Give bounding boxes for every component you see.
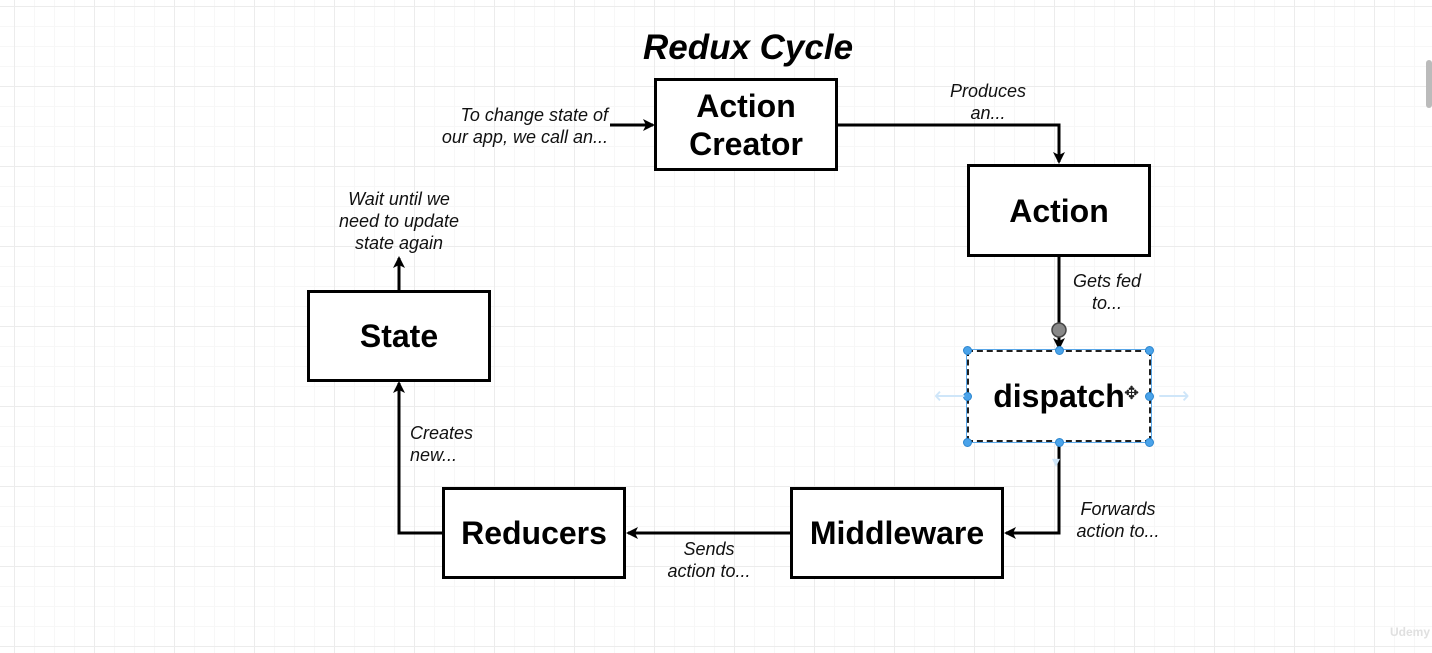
node-dispatch-label: dispatch: [993, 378, 1125, 414]
arrow-reducers-to-state[interactable]: [393, 381, 443, 535]
resize-handle-bottom[interactable]: [1055, 438, 1064, 447]
label-to-change-state: To change state of our app, we call an..…: [441, 105, 608, 147]
node-middleware[interactable]: Middleware: [790, 487, 1004, 579]
connect-arrow-down-icon[interactable]: ▾: [1052, 454, 1061, 471]
vertical-scrollbar[interactable]: [1426, 60, 1432, 108]
diagram-title: Redux Cycle: [642, 28, 854, 67]
node-state-label: State: [359, 318, 439, 354]
watermark-logo: Udemy: [1389, 625, 1430, 639]
arrow-dispatch-to-middleware[interactable]: [1004, 443, 1061, 539]
label-sends: Sends action to...: [667, 539, 751, 581]
connect-arrow-right-icon[interactable]: ⟶: [1158, 383, 1190, 408]
resize-handle-top-right[interactable]: [1145, 346, 1154, 355]
connection-point-icon[interactable]: [1051, 322, 1067, 338]
node-action-label: Action: [1009, 192, 1109, 229]
resize-handle-left[interactable]: [963, 392, 972, 401]
node-middleware-label: Middleware: [809, 515, 985, 551]
node-state[interactable]: State: [307, 290, 491, 382]
node-action-creator[interactable]: Action Creator: [654, 78, 838, 171]
resize-handle-bottom-right[interactable]: [1145, 438, 1154, 447]
resize-handle-bottom-left[interactable]: [963, 438, 972, 447]
move-cursor-icon: ✥: [1124, 383, 1140, 403]
node-reducers-label: Reducers: [461, 515, 607, 551]
node-reducers[interactable]: Reducers: [442, 487, 626, 579]
resize-handle-right[interactable]: [1145, 392, 1154, 401]
arrow-action-creator-to-action[interactable]: [837, 123, 1065, 164]
resize-handle-top[interactable]: [1055, 346, 1064, 355]
node-action[interactable]: Action: [967, 164, 1151, 257]
label-wait-until: Wait until we need to update state again: [338, 189, 460, 253]
label-produces: Produces an...: [949, 81, 1027, 123]
node-action-creator-label: Action Creator: [689, 87, 803, 162]
resize-handle-top-left[interactable]: [963, 346, 972, 355]
label-gets-fed: Gets fed to...: [1072, 271, 1142, 313]
label-creates: Creates new...: [410, 423, 474, 465]
connect-arrow-left-icon[interactable]: ⟵: [934, 383, 966, 408]
label-forwards: Forwards action to...: [1076, 499, 1160, 541]
